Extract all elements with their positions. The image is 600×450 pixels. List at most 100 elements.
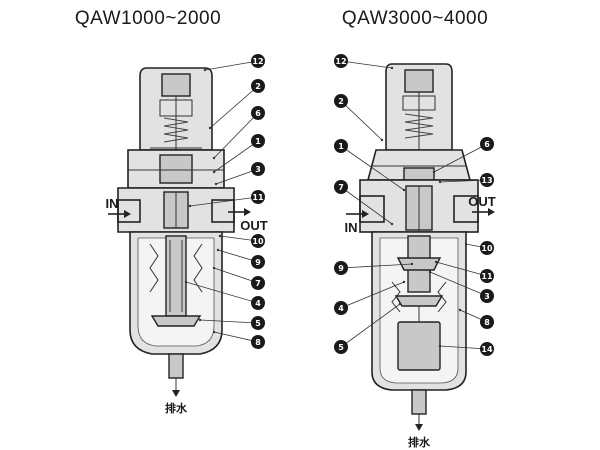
- left-out-label: OUT: [240, 218, 268, 233]
- left-out-arrow: [228, 208, 251, 216]
- right-leader-dot-10: [464, 242, 468, 246]
- left-unit: [117, 67, 235, 397]
- left-callout-badge-12: [251, 54, 265, 68]
- right-leader-dot-14: [438, 344, 442, 348]
- left-leader-5: [199, 319, 259, 324]
- left-leader-dot-2: [208, 126, 212, 130]
- left-callout-number-10: 10: [252, 237, 264, 246]
- right-callout-number-3: 3: [484, 292, 490, 301]
- left-leader-6: [213, 112, 259, 159]
- left-drain-arrow-head: [172, 390, 180, 397]
- right-leader-6: [433, 143, 488, 173]
- left-callout-number-2: 2: [255, 82, 261, 91]
- left-callout-badge-2: [251, 79, 265, 93]
- right-leader-1: [340, 145, 405, 191]
- left-leader-1: [213, 140, 259, 173]
- right-callout-number-2: 2: [338, 97, 344, 106]
- right-callout-badge-2: [334, 94, 348, 108]
- right-leader-dot-2: [380, 138, 384, 142]
- right-leader-dot-9: [410, 262, 414, 266]
- right-unit: [359, 63, 479, 431]
- left-callout-badge-3: [251, 162, 265, 176]
- right-callout-badge-3: [480, 289, 494, 303]
- right-callout-number-14: 14: [481, 345, 493, 354]
- left-callout-badge-10: [251, 234, 265, 248]
- right-in-label: IN: [345, 220, 358, 235]
- right-leader-dot-7: [390, 222, 394, 226]
- right-leader-4: [340, 281, 405, 309]
- left-callout-number-3: 3: [255, 165, 261, 174]
- right-out-arrow: [472, 208, 495, 216]
- right-callout-badge-11: [480, 269, 494, 283]
- right-callout-badge-12: [334, 54, 348, 68]
- left-leader-12: [204, 60, 259, 71]
- left-title: QAW1000~2000: [75, 8, 221, 29]
- right-callout-number-1: 1: [338, 142, 344, 151]
- left-callout-number-5: 5: [255, 319, 261, 328]
- right-callout-badge-14: [480, 342, 494, 356]
- left-callout-badge-6: [251, 106, 265, 120]
- left-callout-badge-5: [251, 316, 265, 330]
- right-adjust-knob: [404, 69, 434, 93]
- right-callout-badge-7: [334, 180, 348, 194]
- left-leader-7: [213, 267, 259, 284]
- right-leader-dot-5: [398, 302, 402, 306]
- left-leader-dot-12: [203, 68, 207, 72]
- left-leader-dot-10: [218, 234, 222, 238]
- left-callout-badge-1: [251, 134, 265, 148]
- left-spring: [163, 117, 189, 143]
- right-callout-badge-8: [480, 315, 494, 329]
- right-leader-11: [435, 261, 488, 277]
- left-callout-number-4: 4: [255, 299, 261, 308]
- right-leader-13: [439, 179, 488, 183]
- right-callout-number-10: 10: [481, 244, 493, 253]
- left-filter-element: [165, 235, 187, 317]
- right-in-arrow: [346, 210, 369, 218]
- left-callout-badge-11: [251, 190, 265, 204]
- right-callout-badge-4: [334, 301, 348, 315]
- left-callout-badge-4: [251, 296, 265, 310]
- right-drain-valve: [411, 389, 427, 415]
- left-drain-label: 排水: [165, 401, 188, 415]
- right-callout-badge-9: [334, 261, 348, 275]
- right-leader-12: [340, 60, 393, 69]
- right-callout-badge-1: [334, 139, 348, 153]
- right-callout-badge-5: [334, 340, 348, 354]
- right-leader-dot-11: [434, 260, 438, 264]
- right-leader-14: [439, 345, 488, 350]
- right-spring: [404, 113, 434, 139]
- left-callout-badge-7: [251, 276, 265, 290]
- right-callout-number-7: 7: [338, 183, 344, 192]
- left-leader-dot-5: [198, 318, 202, 322]
- right-drain-arrow-head: [415, 424, 423, 431]
- left-leader-dot-8: [212, 330, 216, 334]
- right-callout-number-11: 11: [481, 272, 493, 281]
- right-out-label: OUT: [468, 194, 496, 209]
- right-leader-dot-1: [402, 188, 406, 192]
- right-callout-badge-13: [480, 173, 494, 187]
- right-callout-number-13: 13: [481, 176, 492, 185]
- right-callout-number-9: 9: [338, 264, 344, 273]
- left-callout-number-9: 9: [255, 258, 261, 267]
- right-float: [397, 321, 441, 371]
- right-callout-number-4: 4: [338, 304, 344, 313]
- right-leader-dot-8: [458, 308, 462, 312]
- right-callout-badge-6: [480, 137, 494, 151]
- left-callout-number-8: 8: [255, 338, 261, 347]
- left-callout-badge-8: [251, 335, 265, 349]
- left-callout-badge-9: [251, 255, 265, 269]
- left-callout-number-1: 1: [255, 137, 261, 146]
- right-leader-3: [429, 271, 488, 297]
- left-leader-dot-3: [214, 182, 218, 186]
- left-leader-dot-11: [188, 204, 192, 208]
- left-leader-dot-6: [212, 156, 216, 160]
- right-callout-number-12: 12: [335, 57, 346, 66]
- left-leader-8: [213, 331, 259, 343]
- left-in-label: IN: [106, 196, 119, 211]
- left-callout-number-11: 11: [252, 193, 264, 202]
- right-leader-9: [340, 263, 413, 269]
- right-drain-label: 排水: [408, 435, 431, 449]
